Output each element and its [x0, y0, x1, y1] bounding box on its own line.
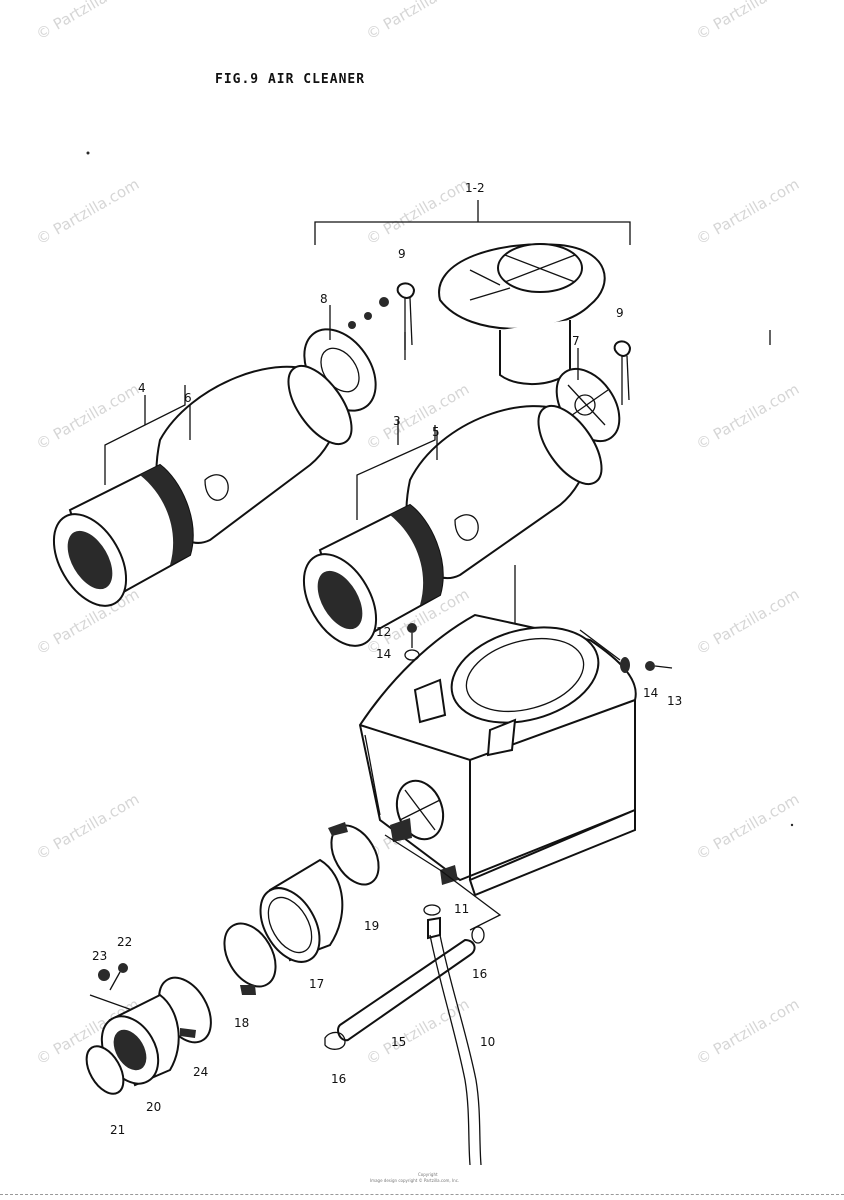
clip-pin[interactable]	[613, 340, 632, 405]
watermark: © Partzilla.com	[693, 790, 802, 863]
callout-6: 6	[184, 391, 192, 405]
leader-lines	[104, 305, 579, 690]
intake-cover[interactable]	[438, 243, 606, 386]
bolt-22[interactable]	[109, 963, 128, 991]
callouts: 1-2 3 4 5 6 7 8 9 9 10 11 12 13 14 14 15…	[92, 181, 682, 1137]
callout-17: 17	[309, 977, 324, 991]
drain-fittings[interactable]	[423, 904, 485, 944]
callout-14-right: 14	[643, 686, 658, 700]
hose-clamp-16[interactable]	[324, 1031, 346, 1050]
hose-band-19[interactable]	[322, 817, 389, 892]
watermark: © Partzilla.com	[693, 380, 802, 453]
callout-18: 18	[234, 1016, 249, 1030]
watermark: © Partzilla.com	[33, 790, 142, 863]
watermark: © Partzilla.com	[33, 380, 142, 453]
bracket-1-2	[314, 200, 631, 245]
watermark: © Partzilla.com	[363, 0, 472, 43]
callout-7: 7	[572, 334, 580, 348]
clip-pin[interactable]	[396, 282, 416, 350]
callout-20: 20	[146, 1100, 161, 1114]
callout-24: 24	[193, 1065, 208, 1079]
callout-5: 5	[432, 425, 440, 439]
callout-12: 12	[376, 625, 391, 639]
callout-22: 22	[117, 935, 132, 949]
callout-1-2: 1-2	[465, 181, 485, 195]
leader-box-hose	[384, 834, 502, 931]
callout-13: 13	[667, 694, 682, 708]
callout-4: 4	[138, 381, 146, 395]
carb-adapter-20[interactable]	[90, 993, 180, 1094]
copyright-line-1: Copyright	[418, 1172, 438, 1177]
callout-23: 23	[92, 949, 107, 963]
connecting-tube-17[interactable]	[248, 858, 344, 972]
air-cleaner-box[interactable]	[358, 612, 637, 897]
callout-14-left: 14	[376, 647, 391, 661]
drain-hose-10[interactable]	[429, 934, 482, 1166]
filter-element-right[interactable]	[289, 503, 444, 658]
watermark: © Partzilla.com	[693, 175, 802, 248]
callout-16-lower: 16	[331, 1072, 346, 1086]
copyright-footer: Copyright Image design copyright © Partz…	[370, 1172, 459, 1183]
watermark: © Partzilla.com	[33, 0, 142, 43]
callout-9-right: 9	[616, 306, 624, 320]
callout-10: 10	[480, 1035, 495, 1049]
callout-9-left: 9	[398, 247, 406, 261]
hose-band-18[interactable]	[214, 915, 286, 996]
watermark: © Partzilla.com	[363, 175, 472, 248]
figure-title: FIG.9 AIR CLEANER	[215, 72, 365, 87]
callout-3: 3	[393, 414, 401, 428]
screw-right[interactable]	[579, 629, 673, 673]
breather-tube-15[interactable]	[337, 938, 476, 1042]
o-ring-21[interactable]	[79, 1040, 131, 1100]
callout-19: 19	[364, 919, 379, 933]
filter-housing-right[interactable]	[405, 396, 613, 580]
watermark: © Partzilla.com	[693, 995, 802, 1068]
callout-15: 15	[391, 1035, 406, 1049]
watermark: © Partzilla.com	[693, 0, 802, 43]
callout-8: 8	[320, 292, 328, 306]
watermark: © Partzilla.com	[33, 175, 142, 248]
screw-left[interactable]	[404, 623, 420, 661]
watermark: © Partzilla.com	[693, 585, 802, 658]
filter-element-left[interactable]	[39, 463, 194, 618]
stray-marks	[86, 151, 794, 827]
nut-23[interactable]	[98, 969, 110, 981]
callout-21: 21	[110, 1123, 125, 1137]
page-edge-divider	[0, 1194, 844, 1195]
washers[interactable]	[348, 297, 389, 329]
callout-16-upper: 16	[472, 967, 487, 981]
callout-11: 11	[454, 902, 469, 916]
copyright-line-2: Image design copyright © Partzilla.com, …	[370, 1178, 459, 1183]
